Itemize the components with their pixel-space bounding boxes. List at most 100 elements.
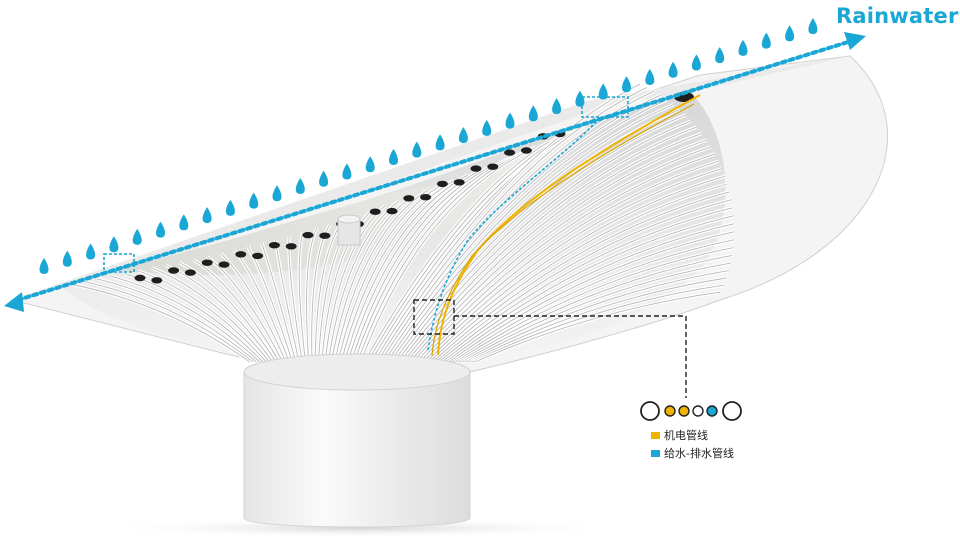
- rib-shade: [451, 239, 734, 363]
- drain-hole: [252, 252, 264, 260]
- rib-shade: [97, 278, 257, 363]
- rib-shade: [432, 191, 730, 363]
- pipe-symbol-water: [706, 405, 718, 417]
- rib-shade: [442, 215, 734, 363]
- rib-shade: [353, 158, 509, 363]
- drain-hole: [285, 243, 297, 250]
- raindrop-icon: [575, 90, 585, 107]
- rib-shade: [468, 277, 727, 363]
- raindrop-icon: [435, 134, 445, 151]
- raindrop-icon: [179, 214, 189, 231]
- rib-shade: [220, 253, 287, 363]
- rib-shade: [83, 280, 254, 363]
- electrical-line: [437, 94, 701, 356]
- pipe-symbol-large: [722, 401, 742, 421]
- drain-hole: [436, 180, 448, 188]
- raindrop-icon: [668, 61, 678, 78]
- rib-shade: [435, 199, 732, 363]
- drain-hole: [470, 165, 482, 172]
- electrical-line-2: [431, 103, 695, 357]
- ground-shadow: [100, 518, 620, 538]
- pipe-section-symbols: [640, 401, 742, 421]
- detail-box-pipes: [413, 299, 455, 335]
- rib-shade: [179, 262, 277, 363]
- rib-shade: [438, 207, 733, 363]
- detail-box-left: [103, 253, 135, 273]
- raindrop-icon: [295, 178, 305, 195]
- drain-hole: [403, 195, 415, 202]
- rib-shade: [360, 146, 537, 363]
- rib-shade: [461, 262, 731, 363]
- pipe-symbol-empty: [692, 405, 704, 417]
- legend-swatch-water: [651, 449, 660, 457]
- rib-shade: [380, 90, 654, 363]
- drain-hole: [420, 194, 432, 201]
- arrow-right-icon: [844, 32, 866, 50]
- raindrop-icon: [86, 243, 96, 260]
- column-top: [243, 353, 471, 391]
- rib-shade: [350, 163, 496, 363]
- raindrop-icon: [715, 47, 725, 64]
- drain-hole: [302, 231, 314, 239]
- rain-flow-line: [16, 40, 850, 302]
- rib-shade: [396, 114, 686, 363]
- callout-leader: [454, 315, 687, 398]
- rib-shade: [321, 210, 372, 363]
- rib-shade: [331, 195, 413, 363]
- rib-shade: [474, 291, 721, 363]
- rib-shade: [311, 223, 331, 363]
- rib-shade: [373, 83, 641, 363]
- raindrop-icon: [458, 127, 468, 144]
- rib-shade: [422, 168, 723, 363]
- rib-shade: [247, 246, 293, 363]
- legend-label-electrical: 机电管线: [664, 429, 708, 442]
- drain-hole: [504, 149, 516, 156]
- drain-hole: [151, 277, 163, 284]
- legend-item-water: 给水-排水管线: [651, 445, 734, 461]
- rain-flow: [4, 18, 866, 312]
- rib-shade: [340, 180, 454, 363]
- rib-shade: [448, 231, 735, 363]
- rib-shade: [306, 227, 318, 363]
- raindrop-icon: [598, 83, 608, 100]
- drain-hole: [369, 208, 381, 215]
- arrow-left-icon: [4, 292, 24, 312]
- rib-shade: [399, 120, 692, 363]
- rib-shade: [409, 139, 707, 363]
- legend-item-electrical: 机电管线: [651, 427, 708, 443]
- rib-shade: [412, 146, 711, 363]
- drain-hole: [268, 242, 280, 249]
- drain-hole: [319, 232, 331, 239]
- drain-hole: [487, 163, 499, 170]
- raindrop-icon: [412, 141, 422, 158]
- raindrop-icon: [738, 39, 748, 56]
- pipe-symbol-electrical: [664, 405, 676, 417]
- pipe-symbol-electrical: [678, 405, 690, 417]
- raindrop-icon: [761, 32, 771, 49]
- raindrop-icon: [389, 148, 398, 165]
- raindrop-icon: [528, 105, 538, 122]
- rib-shade: [455, 247, 734, 363]
- legend-label-water: 给水-排水管线: [664, 447, 734, 460]
- rib-shade: [69, 283, 251, 363]
- water-line: [427, 117, 601, 351]
- drain-hole: [453, 179, 465, 186]
- detail-box-right: [581, 96, 629, 118]
- rib-shade: [206, 256, 284, 363]
- raindrop-icon: [109, 236, 119, 253]
- raindrop-icon: [39, 258, 49, 274]
- drain-hole: [168, 267, 180, 274]
- rib-shade: [419, 160, 719, 363]
- raindrop-icon: [202, 207, 212, 224]
- rib-shade: [445, 223, 735, 363]
- raindrop-icon: [505, 112, 515, 129]
- rib-shade: [334, 190, 427, 363]
- rib-shade: [367, 135, 564, 363]
- raindrop-icon: [622, 76, 631, 93]
- raindrop-icon: [156, 221, 165, 238]
- rib-shade: [324, 205, 386, 363]
- rib-shade: [415, 153, 716, 363]
- rib-shade: [464, 270, 729, 363]
- raindrop-icon: [482, 119, 492, 136]
